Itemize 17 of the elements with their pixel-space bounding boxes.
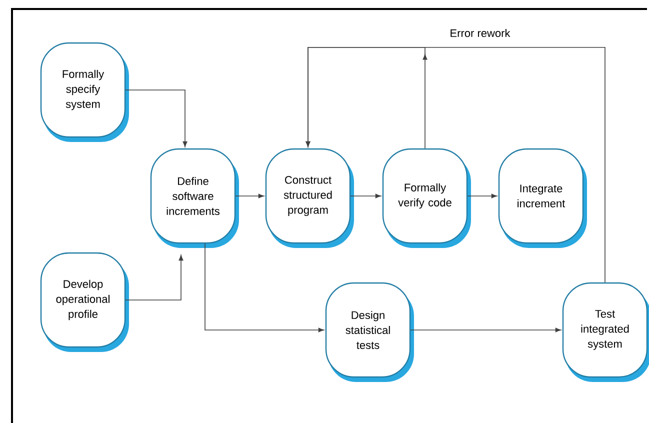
- process-box: Construct structured program: [265, 148, 354, 248]
- edge-label: Error rework: [448, 28, 512, 38]
- process-box: Develop operational profile: [40, 252, 129, 352]
- arrow: [235, 194, 264, 198]
- arrow: [306, 47, 428, 149]
- arrow: [125, 90, 188, 148]
- process-box: Define software increments: [150, 148, 239, 248]
- process-box: Integrate increment: [498, 148, 587, 248]
- arrow: [125, 254, 184, 300]
- process-box: Test integrated system: [562, 282, 649, 382]
- process-box: Design statistical tests: [325, 282, 414, 382]
- arrow: [467, 194, 498, 198]
- arrow: [410, 328, 562, 332]
- arrow: [204, 243, 324, 332]
- process-box: Formally verify code: [382, 148, 471, 248]
- process-box: Formally specify system: [40, 42, 129, 142]
- arrow: [350, 194, 382, 198]
